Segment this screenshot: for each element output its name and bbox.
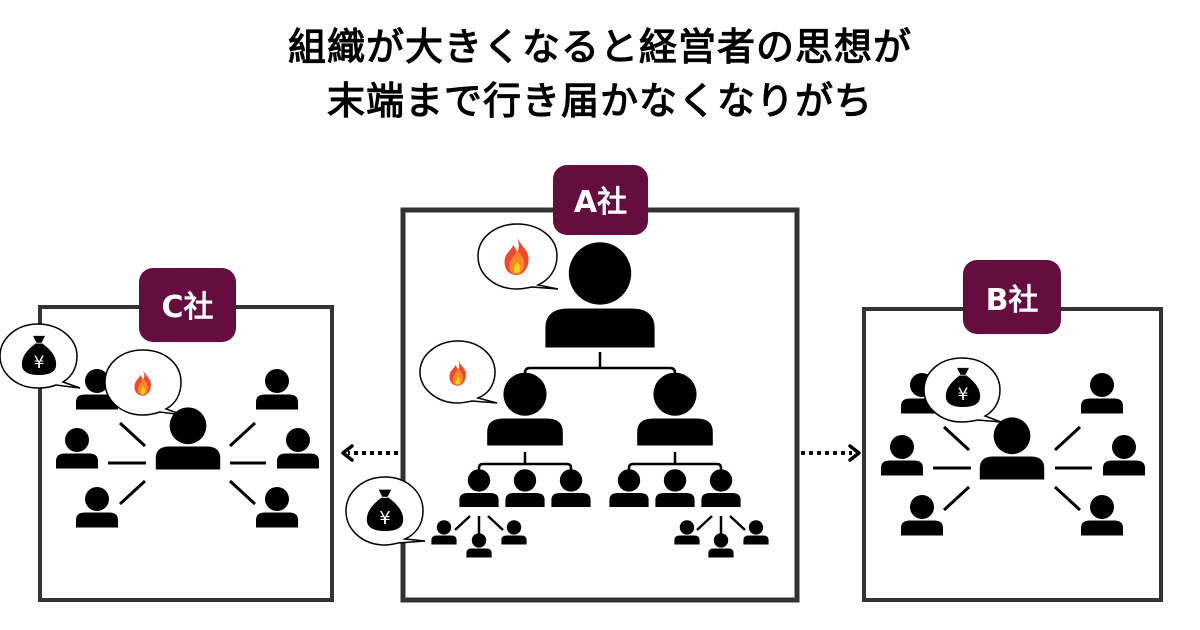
person-staff <box>701 469 741 507</box>
speech-bubble-money <box>0 323 81 389</box>
company-a-label: A社 <box>574 185 627 220</box>
connector-ceo-managers <box>523 352 677 382</box>
speech-bubble-flame <box>104 349 184 416</box>
person-member <box>56 428 98 469</box>
company-b-label: B社 <box>986 283 1039 318</box>
connector-managers-staff <box>477 452 723 478</box>
person-subordinate <box>674 520 700 545</box>
connector-hub-c <box>108 421 266 506</box>
company-b: B社 <box>862 260 1163 602</box>
person-leader-c <box>155 407 221 470</box>
person-staff <box>505 469 545 507</box>
person-manager-right <box>637 372 713 446</box>
speech-bubble-money <box>345 476 426 546</box>
person-leader-b <box>979 417 1045 480</box>
company-a: A社 <box>345 165 800 603</box>
person-staff <box>655 469 695 507</box>
person-manager-left <box>487 372 563 446</box>
company-a-badge: A社 <box>553 165 648 235</box>
person-member <box>256 369 298 410</box>
person-subordinate <box>708 533 734 558</box>
arrow-a-to-c <box>341 444 398 462</box>
person-subordinate <box>501 520 527 545</box>
company-b-badge: B社 <box>963 260 1061 334</box>
speech-bubble-flame-small <box>419 340 498 404</box>
person-member <box>76 487 118 528</box>
person-member <box>277 428 319 469</box>
arrow-a-to-b <box>801 444 861 462</box>
company-c: C社 <box>0 268 334 602</box>
person-staff <box>459 469 499 507</box>
person-member <box>256 487 298 528</box>
person-member <box>1081 373 1123 414</box>
person-member <box>901 495 943 536</box>
person-member <box>1103 435 1145 476</box>
person-member <box>881 435 923 476</box>
title-line-2: 末端まで行き届かなくなりがち <box>326 79 873 123</box>
title-line-1: 組織が大きくなると経営者の思想が <box>287 25 912 69</box>
speech-bubble-flame-large <box>477 223 559 290</box>
person-ceo-a <box>545 242 655 348</box>
person-subordinate <box>431 520 457 545</box>
connector-staff-subordinates <box>454 515 746 537</box>
person-staff <box>551 469 591 507</box>
person-staff <box>609 469 649 507</box>
company-c-badge: C社 <box>139 268 236 342</box>
person-member <box>1081 495 1123 536</box>
person-subordinate <box>743 520 769 545</box>
company-c-label: C社 <box>161 290 213 325</box>
speech-bubble-money <box>923 357 1002 423</box>
connector-hub-b <box>933 425 1092 512</box>
person-subordinate <box>466 533 492 558</box>
